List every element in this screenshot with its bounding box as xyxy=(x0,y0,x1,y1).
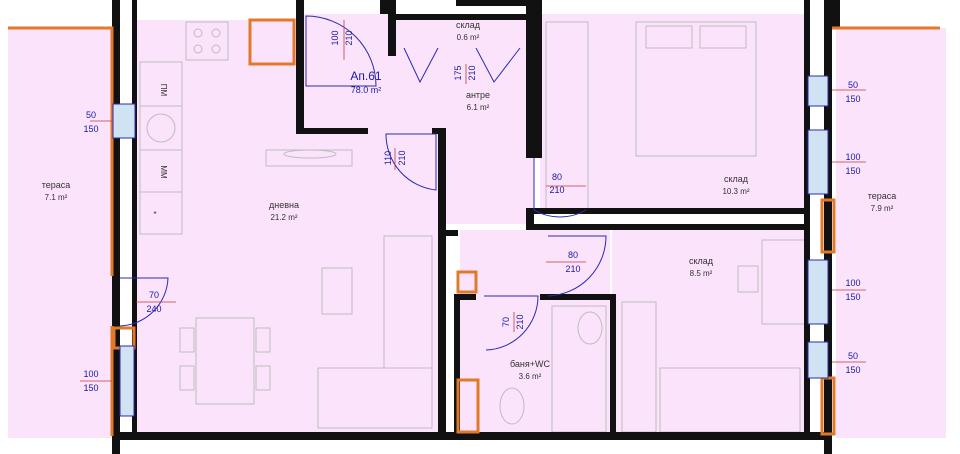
storage-mid-door-width: 80 xyxy=(568,250,578,260)
storage-small-area: 0.6 m² xyxy=(457,33,480,42)
toilet xyxy=(499,387,525,425)
terrace-door-height: 240 xyxy=(146,304,161,314)
kitchen-counter xyxy=(139,61,183,235)
storage-large-name: склад xyxy=(724,174,749,184)
hall-lower-fill xyxy=(440,134,534,224)
dining-table xyxy=(195,317,255,405)
windows xyxy=(112,75,829,417)
bath-area: 3.6 m² xyxy=(519,372,542,381)
storage-large-area: 10.3 m² xyxy=(722,187,749,196)
hall-fill xyxy=(304,14,534,134)
corridor-fill xyxy=(460,230,610,300)
dimension-labels: 100 210 175 210 110 210 80 210 80 210 70… xyxy=(83,30,860,393)
window-right-2-height: 150 xyxy=(845,166,860,176)
storage-mid-name: склад xyxy=(689,256,714,266)
sink-bowl xyxy=(146,113,176,143)
window-left-top-height: 150 xyxy=(83,124,98,134)
hall-area: 6.1 m² xyxy=(467,103,490,112)
fridge-label: * xyxy=(153,210,156,219)
terrace-left-area: 7.1 m² xyxy=(45,193,68,202)
terrace-left-edge xyxy=(8,26,114,276)
storage-large-door-width: 80 xyxy=(552,172,562,182)
window-left-bottom xyxy=(119,345,135,417)
terrace-right-fill xyxy=(836,28,946,438)
window-left-bottom-height: 150 xyxy=(83,383,98,393)
window-right-4-height: 150 xyxy=(845,365,860,375)
columns xyxy=(8,18,940,436)
entry-door-height: 210 xyxy=(344,30,354,45)
washer-label: ММ xyxy=(159,165,168,179)
dimension-lines xyxy=(80,20,866,382)
storage-large-door-height: 210 xyxy=(549,185,564,195)
hall-door-width: 110 xyxy=(383,151,393,165)
apartment-name: Ап.61 xyxy=(350,69,382,83)
living-area: 21.2 m² xyxy=(270,213,297,222)
window-left-top xyxy=(112,103,136,139)
storage-door-width: 175 xyxy=(453,65,463,80)
apartment-area: 78.0 m² xyxy=(351,85,382,95)
window-right-1-width: 50 xyxy=(848,80,858,90)
terrace-left-name: тераса xyxy=(42,180,71,190)
living-name: дневна xyxy=(269,200,299,210)
door-storage-right xyxy=(475,47,521,83)
hall-door-height: 210 xyxy=(397,150,407,165)
storage-door-height: 210 xyxy=(467,65,477,80)
hall-name: антре xyxy=(466,90,490,100)
bath-name: баня+WC xyxy=(510,359,551,369)
window-left-top-width: 50 xyxy=(86,110,96,120)
dishwasher-label: ПМ xyxy=(159,84,168,97)
storage-mid-area: 8.5 m² xyxy=(690,269,713,278)
furniture xyxy=(139,21,807,433)
terrace-left-fill xyxy=(8,28,112,438)
room-fills xyxy=(8,14,946,438)
storage-mid-door-height: 210 xyxy=(565,264,580,274)
door-storage-left xyxy=(403,47,439,84)
door-storage-mid-swing xyxy=(547,235,607,297)
sofa xyxy=(317,367,433,429)
window-right-4-width: 50 xyxy=(848,351,858,361)
bath-door-width: 70 xyxy=(501,317,511,327)
door-hall-swing xyxy=(385,133,437,191)
wall-bottom xyxy=(112,432,832,440)
bath-door-height: 210 xyxy=(515,314,525,329)
bed xyxy=(635,21,757,157)
terrace-right-area: 7.9 m² xyxy=(871,204,894,213)
window-right-1 xyxy=(807,75,829,107)
door-storage-large-swing xyxy=(533,158,587,218)
door-entry-swing xyxy=(305,15,377,87)
bath-fill xyxy=(460,300,610,436)
terrace-door-width: 70 xyxy=(149,290,159,300)
wall-left-outer xyxy=(112,0,120,454)
door-terrace-swing xyxy=(119,277,169,327)
window-left-bottom-width: 100 xyxy=(83,369,98,379)
window-right-3-width: 100 xyxy=(845,278,860,288)
window-right-3 xyxy=(807,259,829,325)
appliance-labels: ПМ ММ * xyxy=(153,84,168,219)
walls xyxy=(112,0,840,454)
window-right-1-height: 150 xyxy=(845,94,860,104)
window-right-2-width: 100 xyxy=(845,152,860,162)
cooktop xyxy=(185,21,229,61)
storage-small-name: склад xyxy=(456,20,481,30)
room-labels: Ап.61 78.0 m² тераса 7.1 m² дневна 21.2 … xyxy=(42,20,897,381)
storage-mid-fill xyxy=(612,230,810,436)
entry-door-width: 100 xyxy=(330,30,340,45)
terrace-right-name: тераса xyxy=(868,191,897,201)
window-right-2 xyxy=(807,129,829,195)
window-right-4 xyxy=(807,341,829,379)
window-right-3-height: 150 xyxy=(845,292,860,302)
wall-living-left xyxy=(132,0,137,436)
storage-large-fill xyxy=(540,14,810,214)
doors xyxy=(119,15,607,351)
door-bath-swing xyxy=(484,295,539,351)
